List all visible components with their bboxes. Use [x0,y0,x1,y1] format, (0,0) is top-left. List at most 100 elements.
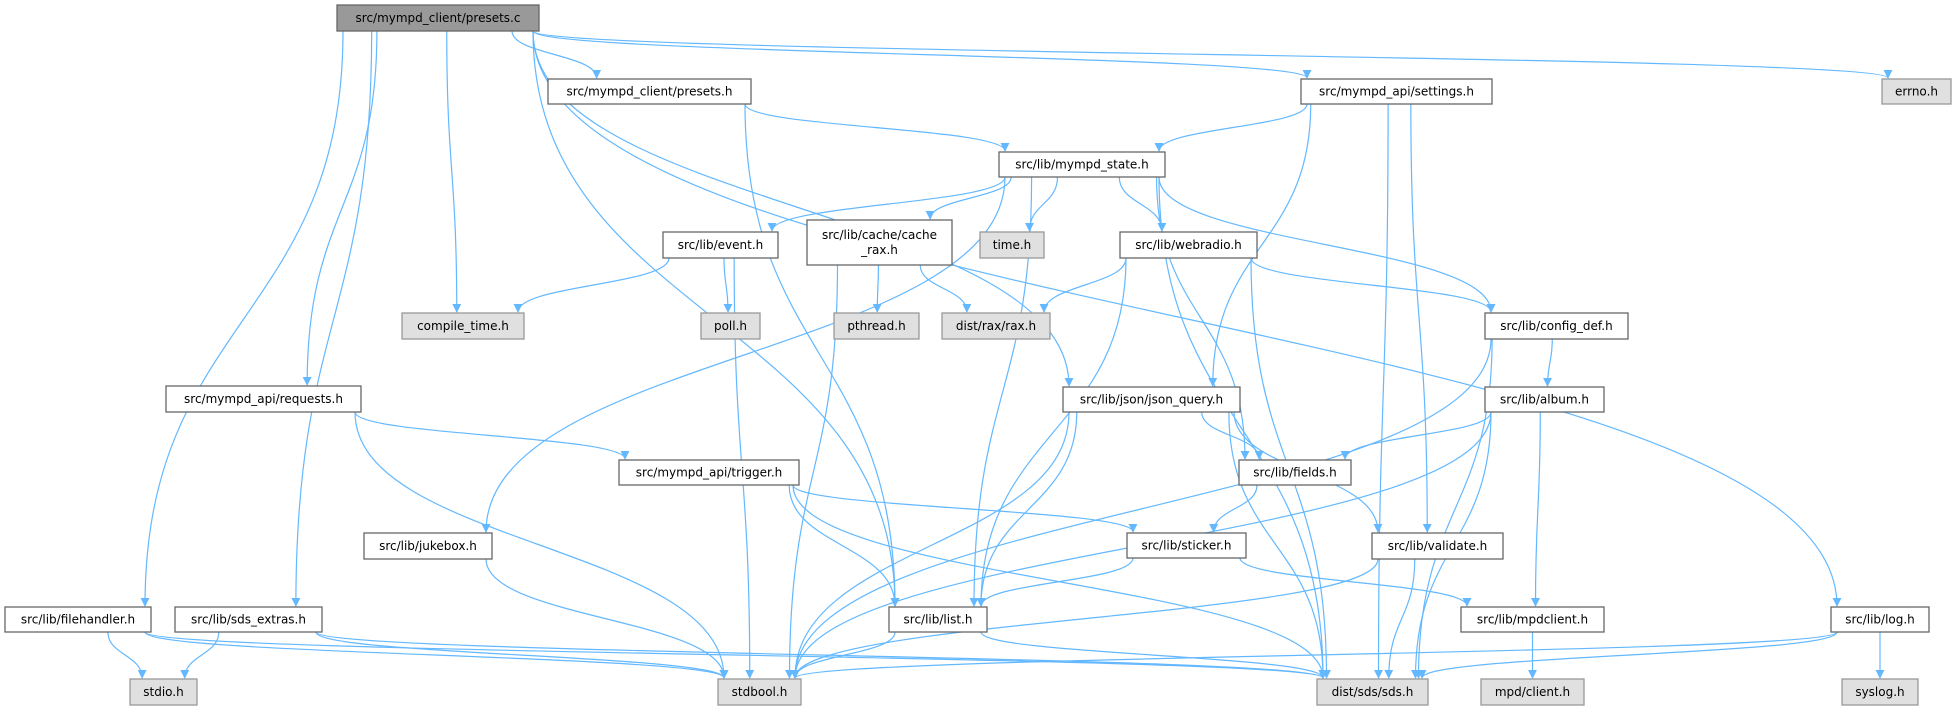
edge-json-query-h-to-list-h [976,411,1078,607]
node-validate-h[interactable]: src/lib/validate.h [1371,532,1504,560]
edge-presets-c-to-log-h [532,30,1842,607]
node-label: src/lib/json/json_query.h [1080,393,1223,407]
node-label: pthread.h [847,319,905,333]
edge-json-query-h-to-stdbool-h [790,411,1070,679]
node-jukebox-h[interactable]: src/lib/jukebox.h [363,532,493,560]
node-label: src/lib/sticker.h [1142,539,1232,553]
node-requests-h[interactable]: src/mympd_api/requests.h [165,385,362,413]
node-label: src/lib/mpdclient.h [1477,613,1588,627]
node-label: dist/rax/rax.h [956,319,1036,333]
node-box [1126,532,1247,559]
node-stdbool-h: stdbool.h [717,678,802,706]
node-label: src/mympd_api/requests.h [184,392,343,406]
edge-json-query-h-to-sds-h [1228,411,1328,679]
node-label: src/lib/cache/cache [822,228,937,242]
node-box [129,678,198,706]
edge-list-h-to-sds-h [980,631,1328,679]
node-config-def-h[interactable]: src/lib/config_def.h [1484,312,1629,340]
edge-trigger-h-to-list-h [788,484,900,607]
node-box [998,151,1166,178]
edge-presets-c-to-compile-time-h [446,30,462,313]
edge-presets-c-to-errno-h [532,30,1893,79]
node-settings-h[interactable]: src/mympd_api/settings.h [1300,78,1493,105]
node-mpdclient-h[interactable]: src/lib/mpdclient.h [1460,606,1605,633]
edge-mympd-state-h-to-fields-h [1155,176,1250,460]
node-mympd-state-h[interactable]: src/lib/mympd_state.h [998,151,1166,178]
nodes-layer: src/mympd_client/presets.c src/mympd_clie… [4,4,1952,706]
node-syslog-h: syslog.h [1841,678,1919,706]
node-label: errno.h [1895,85,1938,99]
node-box [1484,386,1605,413]
edge-mympd-state-h-to-config-def-h [1158,176,1496,313]
node-box [888,606,988,633]
edge-jukebox-h-to-stdbool-h [485,558,729,679]
node-box [1480,678,1585,706]
node-cache-rax-h[interactable]: src/lib/cache/cache_rax.h [806,219,953,266]
edge-album-h-to-fields-h [1340,411,1492,460]
node-label: src/mympd_client/presets.c [356,11,521,25]
edge-sds-extras-h-to-stdbool-h [315,631,729,679]
node-event-h[interactable]: src/lib/event.h [662,231,779,259]
node-label: syslog.h [1855,685,1904,699]
node-label: src/lib/config_def.h [1500,319,1612,333]
node-box [1460,606,1605,633]
node-json-query-h[interactable]: src/lib/json/json_query.h [1062,386,1241,413]
node-label: time.h [993,238,1032,252]
node-list-h[interactable]: src/lib/list.h [888,606,988,633]
node-trigger-h[interactable]: src/mympd_api/trigger.h [618,459,800,486]
edge-trigger-h-to-sticker-h [792,484,1138,533]
node-label: src/lib/event.h [678,238,764,252]
node-box [618,459,800,486]
edge-settings-h-to-mympd-state-h [1154,103,1308,152]
node-label: src/lib/album.h [1500,393,1589,407]
node-box [1316,678,1429,706]
edge-config-def-h-to-stdbool-h [790,338,1492,679]
node-box [979,231,1045,259]
edge-webradio-h-to-rax-h [1039,257,1127,313]
node-presets-c[interactable]: src/mympd_client/presets.c [336,4,540,32]
node-sds-extras-h[interactable]: src/lib/sds_extras.h [174,606,323,633]
node-label: src/lib/log.h [1845,613,1915,627]
node-box [1238,459,1352,486]
node-errno-h: errno.h [1881,78,1952,105]
node-presets-h[interactable]: src/mympd_client/presets.h [547,78,752,105]
node-box [401,312,525,340]
edge-mympd-state-h-to-cache-rax-h [925,176,1012,220]
node-label: stdbool.h [732,685,788,699]
edge-presets-c-to-settings-h [532,30,1312,79]
edge-filehandler-h-to-stdbool-h [144,631,729,679]
node-sds-h: dist/sds/sds.h [1316,678,1429,706]
edge-log-h-to-sds-h [1417,631,1838,679]
node-box [174,606,323,633]
edge-sds-extras-h-to-sds-h [315,631,1328,679]
edge-presets-h-to-list-h [744,103,900,607]
node-label: stdio.h [143,685,183,699]
node-label: src/mympd_api/trigger.h [636,466,782,480]
edge-presets-c-to-requests-h [302,30,378,386]
edge-cache-rax-h-to-pthread-h [872,264,882,313]
node-webradio-h[interactable]: src/lib/webradio.h [1119,231,1258,259]
node-sticker-h[interactable]: src/lib/sticker.h [1126,532,1247,559]
node-label: src/lib/sds_extras.h [191,613,306,627]
node-album-h[interactable]: src/lib/album.h [1484,386,1605,413]
edge-mympd-state-h-to-event-h [767,176,1006,232]
edge-config-def-h-to-album-h [1543,338,1553,387]
edge-fields-h-to-sticker-h [1209,484,1258,533]
node-box [1830,606,1930,633]
node-box [1062,386,1241,413]
edge-mympd-state-h-to-time-h [1025,176,1059,232]
node-label: src/lib/jukebox.h [379,539,477,553]
node-log-h[interactable]: src/lib/log.h [1830,606,1930,633]
node-filehandler-h[interactable]: src/lib/filehandler.h [4,606,152,633]
node-fields-h[interactable]: src/lib/fields.h [1238,459,1352,486]
node-time-h: time.h [979,231,1045,259]
node-box [1300,78,1493,105]
edge-filehandler-h-to-sds-h [144,631,1328,679]
edge-filehandler-h-to-stdio-h [107,631,147,679]
edge-presets-h-to-mympd-state-h [744,103,1010,152]
node-label: src/lib/list.h [904,613,973,627]
node-box [1881,78,1952,105]
edge-presets-c-to-filehandler-h [140,30,344,607]
node-label: src/lib/webradio.h [1135,238,1242,252]
node-rax-h: dist/rax/rax.h [941,312,1051,340]
